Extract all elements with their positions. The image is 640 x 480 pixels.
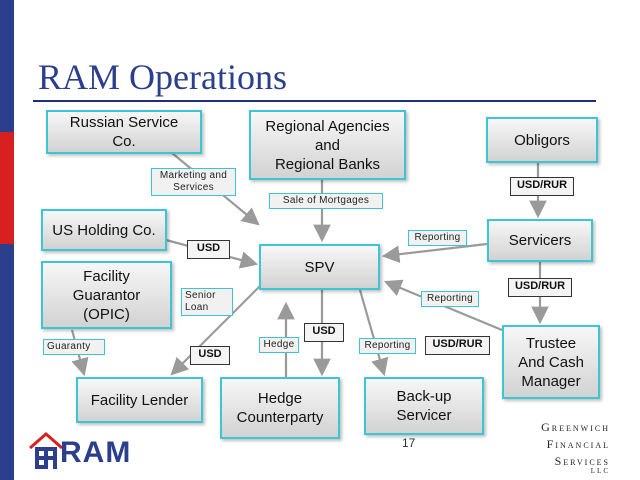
node-russian-service-co: Russian Service Co. bbox=[46, 110, 202, 154]
label-reporting-backup: Reporting bbox=[359, 338, 416, 354]
company-name-line1: Greenwich bbox=[541, 420, 610, 434]
label-hedge: Hedge bbox=[259, 337, 299, 353]
ram-logo-text: RAM bbox=[60, 436, 132, 469]
node-spv: SPV bbox=[259, 244, 380, 290]
arrow-spv-to-backup bbox=[358, 289, 389, 377]
company-name-line2: Financial bbox=[546, 437, 610, 451]
node-trustee-cash-manager: Trustee And Cash Manager bbox=[502, 325, 600, 399]
currency-tag-trustee: USD/RUR bbox=[425, 336, 490, 355]
label-marketing-services: Marketing and Services bbox=[151, 168, 236, 196]
node-backup-servicer: Back-up Servicer bbox=[364, 377, 484, 435]
label-reporting-trustee: Reporting bbox=[421, 291, 479, 307]
node-servicers: Servicers bbox=[487, 219, 593, 262]
currency-tag-usholding: USD bbox=[187, 240, 230, 259]
node-us-holding-co: US Holding Co. bbox=[41, 209, 167, 251]
accent-band-blue-top bbox=[0, 0, 14, 132]
title-divider bbox=[33, 100, 596, 102]
slide-title: RAM Operations bbox=[38, 57, 287, 97]
node-facility-guarantor: Facility Guarantor (OPIC) bbox=[41, 261, 172, 329]
node-obligors: Obligors bbox=[486, 117, 598, 163]
currency-tag-servicers: USD/RUR bbox=[508, 278, 572, 297]
label-sale-of-mortgages: Sale of Mortgages bbox=[269, 193, 383, 209]
currency-tag-lender: USD bbox=[190, 346, 230, 365]
accent-band-blue-bottom bbox=[0, 244, 14, 480]
company-name-line3: Services bbox=[554, 454, 610, 468]
company-name-llc: LLC bbox=[590, 467, 610, 475]
currency-tag-hedge: USD bbox=[304, 323, 344, 342]
page-number: 17 bbox=[402, 436, 416, 450]
house-logo-icon bbox=[29, 432, 63, 469]
label-guaranty: Guaranty bbox=[43, 339, 105, 355]
label-senior-loan: Senior Loan bbox=[181, 288, 233, 316]
node-facility-lender: Facility Lender bbox=[76, 377, 203, 423]
arrow-servicers-to-spv bbox=[381, 242, 488, 263]
node-regional-agencies-banks: Regional Agencies and Regional Banks bbox=[249, 110, 406, 180]
accent-band-red bbox=[0, 132, 14, 244]
label-reporting-servicers: Reporting bbox=[408, 230, 467, 246]
currency-tag-obligors: USD/RUR bbox=[510, 177, 574, 196]
arrow-spv-to-lender bbox=[170, 283, 263, 376]
node-hedge-counterparty: Hedge Counterparty bbox=[220, 377, 340, 439]
